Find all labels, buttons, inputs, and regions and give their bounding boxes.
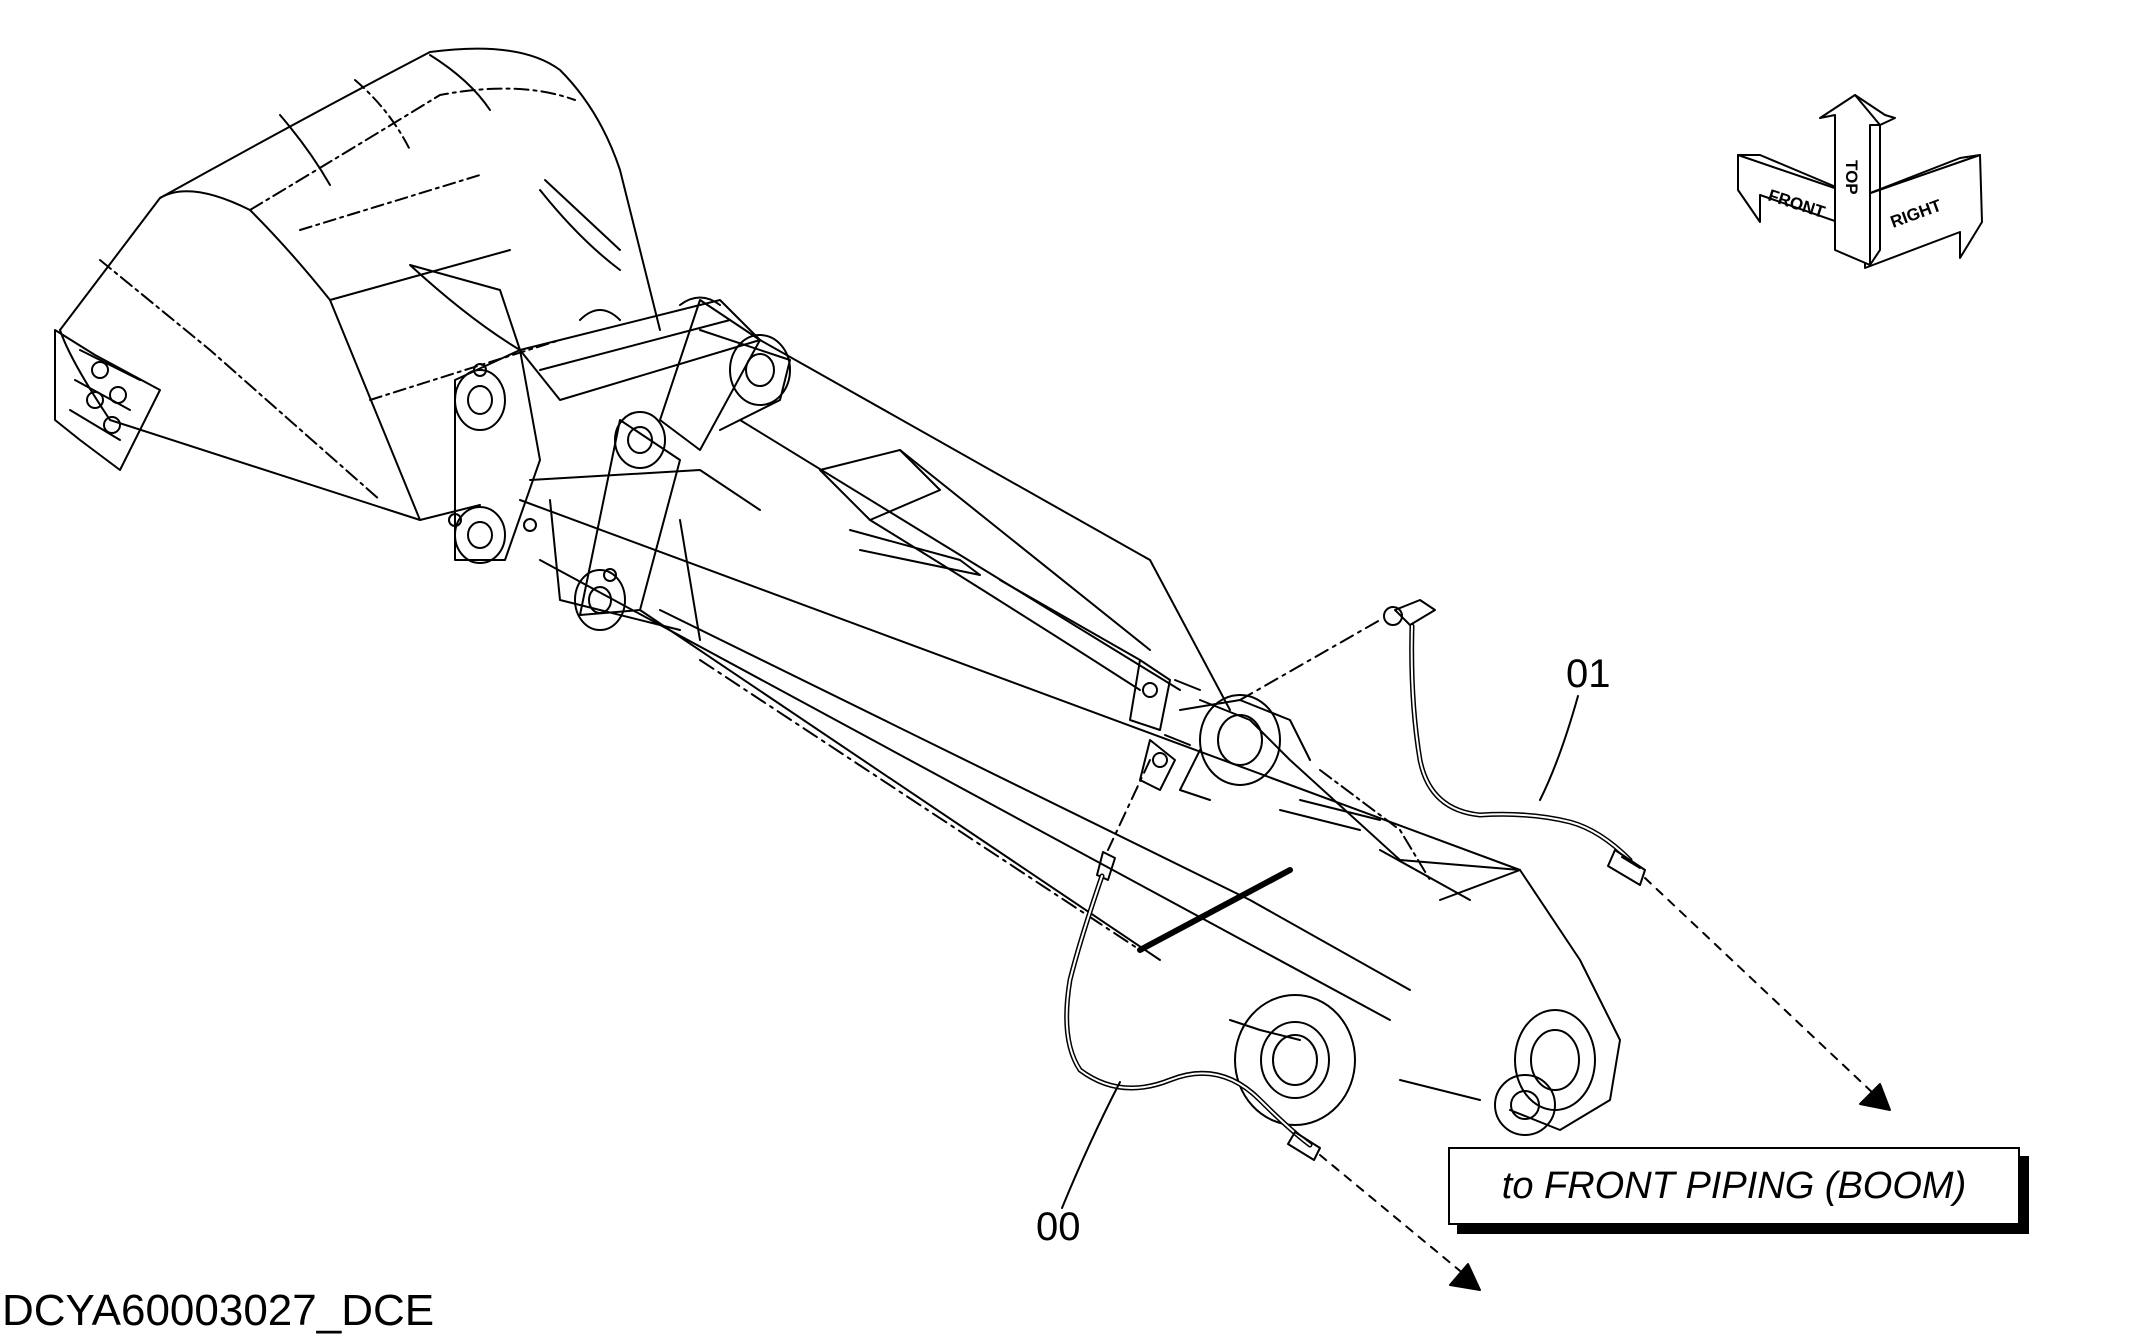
hose-00 (1064, 759, 1321, 1161)
orientation-icon: FRONT RIGHT TOP (1737, 94, 1983, 269)
destination-label: to FRONT PIPING (BOOM) (1501, 1164, 1967, 1207)
leader-lines (1061, 695, 1579, 1209)
destination-arrows (1319, 877, 1891, 1291)
arrow-head-01 (1859, 1083, 1891, 1111)
orientation-top-label: TOP (1842, 160, 1861, 195)
callout-label-01: 01 (1566, 652, 1611, 696)
bucket (54, 47, 661, 521)
hose-01 (1239, 599, 1646, 886)
document-code: DCYA60003027_DCE (2, 1286, 435, 1335)
destination-label-box: to FRONT PIPING (BOOM) (1448, 1147, 2020, 1225)
arrow-head-00 (1449, 1263, 1481, 1291)
arm (519, 339, 1621, 1136)
callout-label-00: 00 (1036, 1205, 1081, 1249)
